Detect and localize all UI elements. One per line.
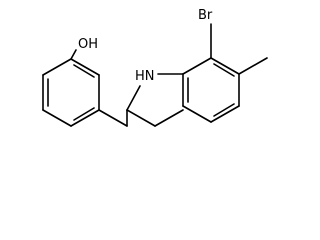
phenol-ring xyxy=(42,58,100,127)
amine-label: HN xyxy=(135,69,155,84)
bond xyxy=(182,57,212,75)
bromotolyl-ring xyxy=(182,57,240,123)
hydroxyl-label: OH xyxy=(78,37,98,52)
bond-c-oh xyxy=(70,49,77,60)
bond-ch-nh xyxy=(126,85,141,111)
bond-methyl xyxy=(238,57,268,75)
bond xyxy=(70,58,100,76)
bond xyxy=(42,109,72,127)
bond xyxy=(70,109,100,127)
double-bond-inner xyxy=(213,103,235,117)
double-bond-inner xyxy=(73,64,95,78)
bond-ring-ch xyxy=(98,109,128,127)
double-bond-inner xyxy=(213,63,235,77)
bond xyxy=(182,105,212,123)
bond xyxy=(210,105,240,123)
bond xyxy=(210,57,240,75)
bond xyxy=(42,58,72,76)
bond-ch2-ch3 xyxy=(154,109,184,127)
bond-ch-ch2 xyxy=(126,109,156,127)
bromine-label: Br xyxy=(198,8,213,23)
double-bond-inner xyxy=(73,107,95,121)
molecule-structure: OH HN Br xyxy=(42,8,268,127)
